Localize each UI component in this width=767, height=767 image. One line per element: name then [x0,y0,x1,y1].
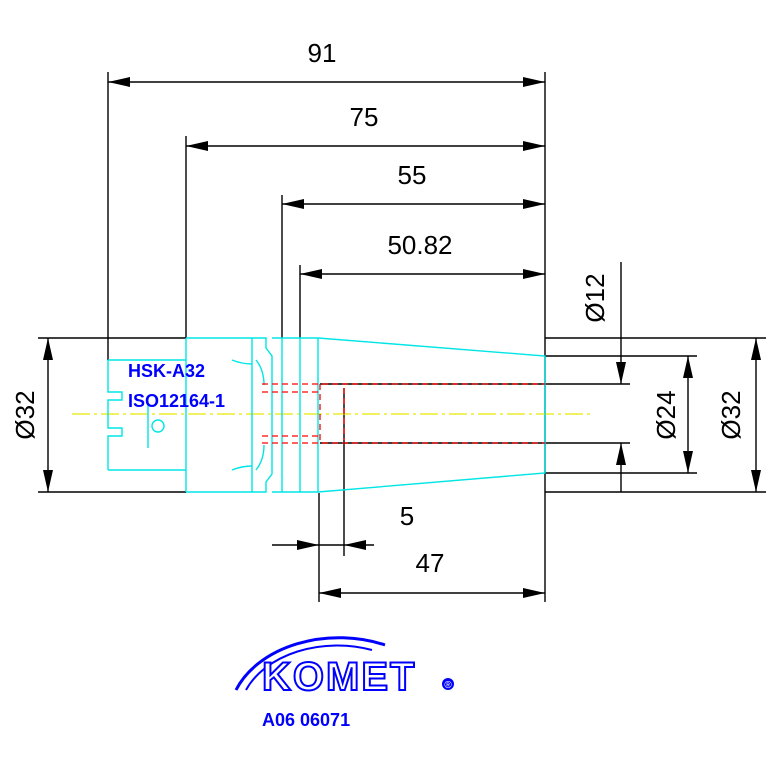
dim-taper-to-end: 50.82 [300,230,545,279]
registered-mark-icon [442,678,454,690]
groove-outline [252,337,273,493]
dim-label-d12: Ø12 [580,273,610,322]
dim-label-47: 47 [416,548,445,578]
dim-label-right-d32: Ø32 [716,390,746,439]
dim-label-75: 75 [350,102,379,132]
dim-left-diameter: Ø32 [10,337,186,493]
standard-label: ISO12164-1 [128,391,225,411]
flange-outline [186,337,253,493]
dim-label-91: 91 [308,38,337,68]
part-number: A06 06071 [262,710,350,730]
dim-label-5: 5 [400,501,414,531]
dim-bore-diameter: Ø12 [320,262,630,492]
dim-label-d24: Ø24 [651,390,681,439]
extension-lines [107,72,546,602]
dim-label-50-82: 50.82 [387,230,452,260]
komet-logo: KOMET ® [234,636,454,700]
part-outline [107,337,546,493]
logo-arc [234,636,386,691]
dim-label-left-d32: Ø32 [10,390,40,439]
dim-flange-to-end: 75 [186,102,545,151]
collar-outline [272,337,301,493]
dim-label-55: 55 [398,160,427,190]
dim-nose-diameter: Ø24 [545,355,697,474]
taper-nose-outline [300,337,546,493]
logo-wordmark: KOMET [262,655,416,699]
hidden-lines [262,383,545,444]
registered-mark: ® [444,680,452,691]
dim-clamp-length: 47 [319,548,545,598]
dim-right-diameter: Ø32 [545,337,766,493]
dim-clamp-offset: 5 [272,501,414,550]
dim-collar-to-end: 55 [282,160,545,209]
interface-label: HSK-A32 [128,361,205,381]
dim-overall-length: 91 [108,38,545,87]
drive-hole [151,419,165,433]
